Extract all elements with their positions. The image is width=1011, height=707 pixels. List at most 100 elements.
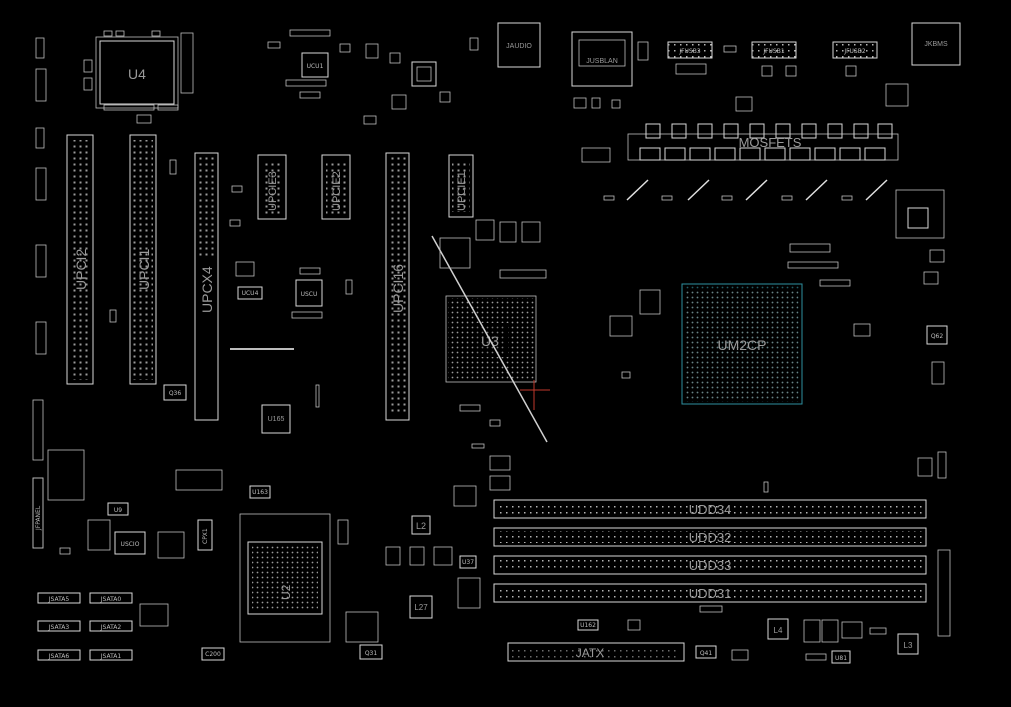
bottom-left-pads bbox=[47, 449, 349, 627]
connector-jkbms[interactable]: JKBMS bbox=[911, 22, 961, 66]
dimm-udd31[interactable]: UDD31 bbox=[493, 583, 927, 603]
svg-text:JATX: JATX bbox=[576, 646, 604, 660]
svg-text:JSATA1: JSATA1 bbox=[100, 653, 122, 660]
svg-text:JFUSB1: JFUSB1 bbox=[762, 48, 785, 55]
sata-jsata2[interactable]: JSATA2 bbox=[89, 620, 133, 632]
chip-cpx1[interactable]: CPX1 bbox=[197, 519, 213, 551]
svg-text:UCU4: UCU4 bbox=[242, 290, 259, 297]
svg-text:U2: U2 bbox=[279, 584, 293, 600]
slot-upci2[interactable]: UPCI2 bbox=[66, 134, 94, 385]
svg-text:JKBMS: JKBMS bbox=[924, 41, 948, 48]
svg-text:C200: C200 bbox=[205, 651, 221, 658]
svg-text:JSATA0: JSATA0 bbox=[100, 596, 122, 603]
header-jfusb2[interactable]: JFUSB2 bbox=[832, 41, 878, 59]
mosfets-array[interactable]: MOSFETS bbox=[627, 123, 899, 161]
connector-jatx[interactable]: JATX bbox=[507, 642, 685, 662]
header-jfusb3[interactable]: JFUSB3 bbox=[667, 41, 713, 59]
sata-jsata1[interactable]: JSATA1 bbox=[89, 649, 133, 661]
chip-uscu[interactable]: USCU bbox=[295, 279, 323, 307]
slot-upcie2[interactable]: UPCIE2 bbox=[321, 154, 351, 220]
right-edge-pads bbox=[917, 361, 951, 637]
svg-text:UPCIE2: UPCIE2 bbox=[331, 171, 343, 211]
chip-u81[interactable]: U81 bbox=[831, 650, 851, 664]
trace-diagonal bbox=[431, 235, 548, 443]
chip-u4[interactable]: U4 bbox=[95, 36, 179, 109]
svg-text:UPCI2: UPCI2 bbox=[73, 249, 89, 290]
sata-jsata3[interactable]: JSATA3 bbox=[37, 620, 81, 632]
u3-surround-pads bbox=[439, 219, 547, 449]
svg-text:USCU: USCU bbox=[301, 291, 318, 298]
sata-jsata6[interactable]: JSATA6 bbox=[37, 649, 81, 661]
svg-text:JUSBLAN: JUSBLAN bbox=[586, 58, 618, 65]
svg-text:JAUDIO: JAUDIO bbox=[506, 43, 532, 50]
svg-text:U165: U165 bbox=[268, 416, 285, 423]
chip-ucu4[interactable]: UCU4 bbox=[237, 286, 263, 300]
svg-text:Q41: Q41 bbox=[700, 650, 713, 657]
connector-jusblan[interactable]: JUSBLAN bbox=[571, 31, 633, 87]
header-jfusb1[interactable]: JFUSB1 bbox=[751, 41, 797, 59]
u4-surround-pads bbox=[83, 30, 194, 124]
center-bottom-pads bbox=[345, 455, 511, 643]
chip-c200[interactable]: C200 bbox=[201, 647, 225, 661]
chip-q62[interactable]: Q62 bbox=[926, 325, 948, 345]
svg-text:JSATA5: JSATA5 bbox=[48, 596, 70, 603]
chip-u165[interactable]: U165 bbox=[261, 404, 291, 434]
jfpanel-header[interactable]: JFPANEL bbox=[32, 477, 44, 549]
svg-text:U37: U37 bbox=[462, 559, 474, 566]
svg-text:L27: L27 bbox=[414, 603, 428, 612]
chip-u9[interactable]: U9 bbox=[107, 502, 129, 516]
inductor-l27[interactable]: L27 bbox=[409, 595, 433, 619]
chip-uscio[interactable]: USCIO bbox=[114, 531, 146, 555]
chip-u37[interactable]: U37 bbox=[459, 555, 477, 569]
sata-jsata0[interactable]: JSATA0 bbox=[89, 592, 133, 604]
slot-upcie1[interactable]: UPCIE1 bbox=[448, 154, 474, 218]
svg-text:UPCI16: UPCI16 bbox=[390, 264, 406, 313]
svg-text:U9: U9 bbox=[114, 507, 122, 514]
svg-text:USCIO: USCIO bbox=[121, 541, 140, 548]
dimm-udd32[interactable]: UDD32 bbox=[493, 527, 927, 547]
chip-q36[interactable]: Q36 bbox=[163, 384, 187, 401]
svg-text:JSATA6: JSATA6 bbox=[48, 653, 70, 660]
sata-jsata5[interactable]: JSATA5 bbox=[37, 592, 81, 604]
chip-q31[interactable]: Q31 bbox=[359, 644, 383, 660]
dimm-udd34[interactable]: UDD34 bbox=[493, 499, 927, 519]
svg-text:UPCIE1: UPCIE1 bbox=[456, 171, 468, 211]
slot-upcie3[interactable]: UPCIE3 bbox=[257, 154, 287, 220]
slot-upci16[interactable]: UPCI16 bbox=[385, 152, 410, 421]
top-io-pads bbox=[469, 37, 909, 112]
svg-text:UDD31: UDD31 bbox=[689, 586, 732, 601]
svg-text:JFUSB2: JFUSB2 bbox=[843, 48, 866, 55]
svg-text:UPCI1: UPCI1 bbox=[136, 249, 152, 290]
ucu1-pads bbox=[267, 29, 451, 125]
cpu-socket-um2cp[interactable]: UM2CP bbox=[681, 283, 803, 405]
svg-text:UDD32: UDD32 bbox=[689, 530, 732, 545]
svg-text:JFUSB3: JFUSB3 bbox=[678, 48, 701, 55]
chip-q41[interactable]: Q41 bbox=[695, 645, 717, 659]
slot-upci1[interactable]: UPCI1 bbox=[129, 134, 157, 385]
svg-text:JSATA3: JSATA3 bbox=[48, 624, 70, 631]
svg-text:UDD33: UDD33 bbox=[689, 558, 732, 573]
chip-ucu1[interactable]: UCU1 bbox=[301, 52, 329, 78]
svg-text:Q36: Q36 bbox=[169, 390, 182, 397]
chip-u3[interactable]: U3 bbox=[445, 295, 537, 383]
chip-u162[interactable]: U162 bbox=[577, 619, 599, 631]
inductor-l3[interactable]: L3 bbox=[897, 633, 919, 655]
chip-u2[interactable]: U2 bbox=[239, 513, 331, 643]
slot-upcx4[interactable]: UPCX4 bbox=[194, 152, 219, 421]
svg-text:UPCX4: UPCX4 bbox=[199, 266, 215, 313]
inductor-l4[interactable]: L4 bbox=[767, 618, 789, 640]
svg-text:JFPANEL: JFPANEL bbox=[35, 505, 42, 531]
chip-u4-label: U4 bbox=[128, 66, 146, 82]
svg-text:UPCIE3: UPCIE3 bbox=[267, 171, 279, 211]
svg-text:UM2CP: UM2CP bbox=[717, 337, 766, 353]
bottom-right-pads bbox=[627, 605, 887, 661]
inductor-l2[interactable]: L2 bbox=[411, 515, 431, 535]
svg-text:JSATA2: JSATA2 bbox=[100, 624, 122, 631]
slot-area-pads bbox=[109, 159, 353, 408]
dimm-udd33[interactable]: UDD33 bbox=[493, 555, 927, 575]
svg-text:Q62: Q62 bbox=[931, 333, 944, 340]
chip-u163[interactable]: U163 bbox=[249, 485, 271, 499]
connector-jaudio[interactable]: JAUDIO bbox=[497, 22, 541, 68]
svg-text:U163: U163 bbox=[252, 489, 268, 496]
